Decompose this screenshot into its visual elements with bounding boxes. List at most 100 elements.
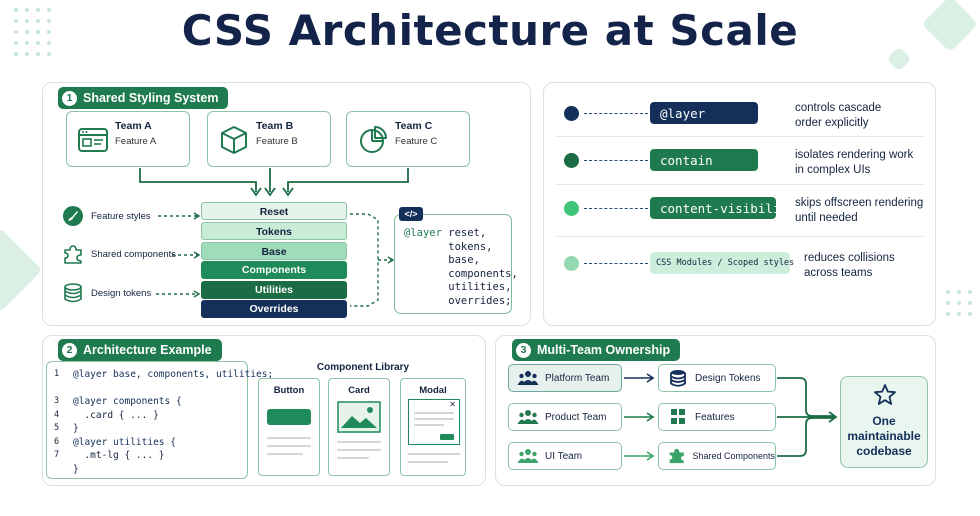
library-card-modal: Modal ✕ (400, 378, 466, 476)
panel-label: Multi-Team Ownership (537, 343, 671, 357)
property-description-line: isolates rendering work (795, 149, 914, 161)
property-box: @layer (650, 102, 758, 124)
layer-base: Base (201, 242, 347, 260)
shared-styling-tag: 1 Shared Styling System (58, 87, 229, 109)
owner-ui-team: UI Team (508, 442, 622, 470)
text-placeholder (267, 453, 303, 455)
code-line: reset, (441, 227, 487, 239)
code-line: @layer components { (73, 396, 182, 407)
property-connector (584, 113, 648, 114)
database-icon (64, 283, 82, 303)
property-description-line: in complex UIs (795, 163, 871, 176)
code-keyword: @layer (404, 227, 442, 239)
side-label-design-tokens: Design tokens (91, 288, 152, 299)
property-box: contain (650, 149, 758, 171)
line-number: 4 (54, 409, 60, 420)
property-connector (584, 208, 648, 209)
cube-icon (221, 126, 247, 154)
asset-shared-components: Shared Components (658, 442, 776, 470)
team-card-b: Team B Feature B (207, 111, 331, 167)
layer-code-box: </> @layer reset, tokens, base, componen… (394, 207, 518, 314)
panel-number: 2 (62, 342, 77, 358)
property-description-line: controls cascade (795, 102, 882, 114)
codebase-label: One maintainable codebase (841, 414, 927, 459)
library-card-title: Modal (419, 385, 447, 396)
text-placeholder (337, 441, 381, 443)
line-number: 1 (54, 369, 60, 379)
asset-features: Features (658, 403, 776, 431)
component-library-title: Component Library (316, 362, 410, 373)
image-icon (337, 401, 381, 433)
side-label-shared-components: Shared components (91, 249, 177, 260)
property-description-line: order explicitly (795, 116, 869, 129)
codebase-result-box: One maintainable codebase (840, 376, 928, 468)
property-box: content-visibility (650, 197, 795, 219)
panel-label: Shared Styling System (83, 91, 219, 105)
property-description-line: until needed (795, 211, 858, 224)
property-dot (564, 153, 579, 168)
text-placeholder (337, 449, 381, 451)
text-placeholder (414, 424, 444, 426)
code-line: .mt-lg { ... } (73, 450, 165, 461)
library-card-title: Button (273, 385, 305, 396)
team-feature: Feature A (115, 136, 157, 147)
asset-label: Shared Components (692, 451, 775, 461)
team-name: Team B (256, 120, 294, 132)
layer-tokens: Tokens (201, 222, 347, 240)
puzzle-icon (64, 245, 82, 264)
property-description-line: skips offscreen rendering (795, 197, 924, 209)
property-dot (564, 201, 579, 216)
owner-platform-team: Platform Team (508, 364, 622, 392)
row-separator (556, 236, 924, 237)
team-feature: Feature B (256, 136, 298, 147)
layer-utilities: Utilities (201, 281, 347, 299)
codebase-label-line: One (872, 414, 896, 428)
owner-label: Product Team (545, 411, 607, 423)
property-dot (564, 256, 579, 271)
owner-label: UI Team (545, 450, 583, 462)
property-description: controls cascade order explicitly (795, 101, 881, 130)
database-icon (670, 370, 686, 387)
library-card-button: Button (258, 378, 320, 476)
team-name: Team C (395, 120, 433, 132)
property-name: content-visibility (660, 200, 796, 216)
line-number: 5 (54, 423, 60, 433)
team-card-c: Team C Feature C (346, 111, 470, 167)
asset-label: Features (695, 411, 735, 423)
team-people-icon (517, 410, 539, 424)
property-description-line: reduces collisions (804, 252, 895, 264)
team-people-icon (517, 371, 539, 385)
page-title: CSS Architecture at Scale (181, 6, 799, 55)
panel-label: Architecture Example (83, 343, 212, 357)
team-people-icon (517, 449, 539, 463)
side-label-feature-styles: Feature styles (91, 211, 151, 222)
owner-product-team: Product Team (508, 403, 622, 431)
code-line: base, (404, 254, 480, 266)
property-description-line: across teams (804, 266, 873, 279)
property-name: @layer (660, 105, 706, 121)
decor-dots-right (946, 290, 972, 316)
library-card-title: Card (348, 385, 370, 396)
code-line: } (73, 463, 79, 475)
property-dot (564, 106, 579, 121)
code-line: .card { ... } (73, 409, 159, 421)
code-line: tokens, (404, 240, 493, 253)
layer-overrides: Overrides (201, 300, 347, 318)
code-brackets-icon: </> (399, 207, 423, 221)
text-placeholder (408, 461, 448, 463)
row-separator (556, 184, 924, 185)
asset-label: Design Tokens (695, 372, 761, 384)
star-icon (874, 384, 896, 405)
property-description: isolates rendering work in complex UIs (795, 148, 913, 177)
layer-components: Components (201, 261, 347, 279)
team-card-a: Team A Feature A (66, 111, 190, 167)
paint-brush-icon (63, 206, 83, 226)
property-name: contain (660, 152, 713, 168)
panel-number: 3 (516, 342, 531, 358)
code-line: overrides; (404, 294, 512, 307)
text-placeholder (337, 457, 369, 459)
modal-button-preview (440, 434, 454, 440)
architecture-example-tag: 2 Architecture Example (58, 339, 222, 361)
architecture-code-box (46, 361, 248, 479)
